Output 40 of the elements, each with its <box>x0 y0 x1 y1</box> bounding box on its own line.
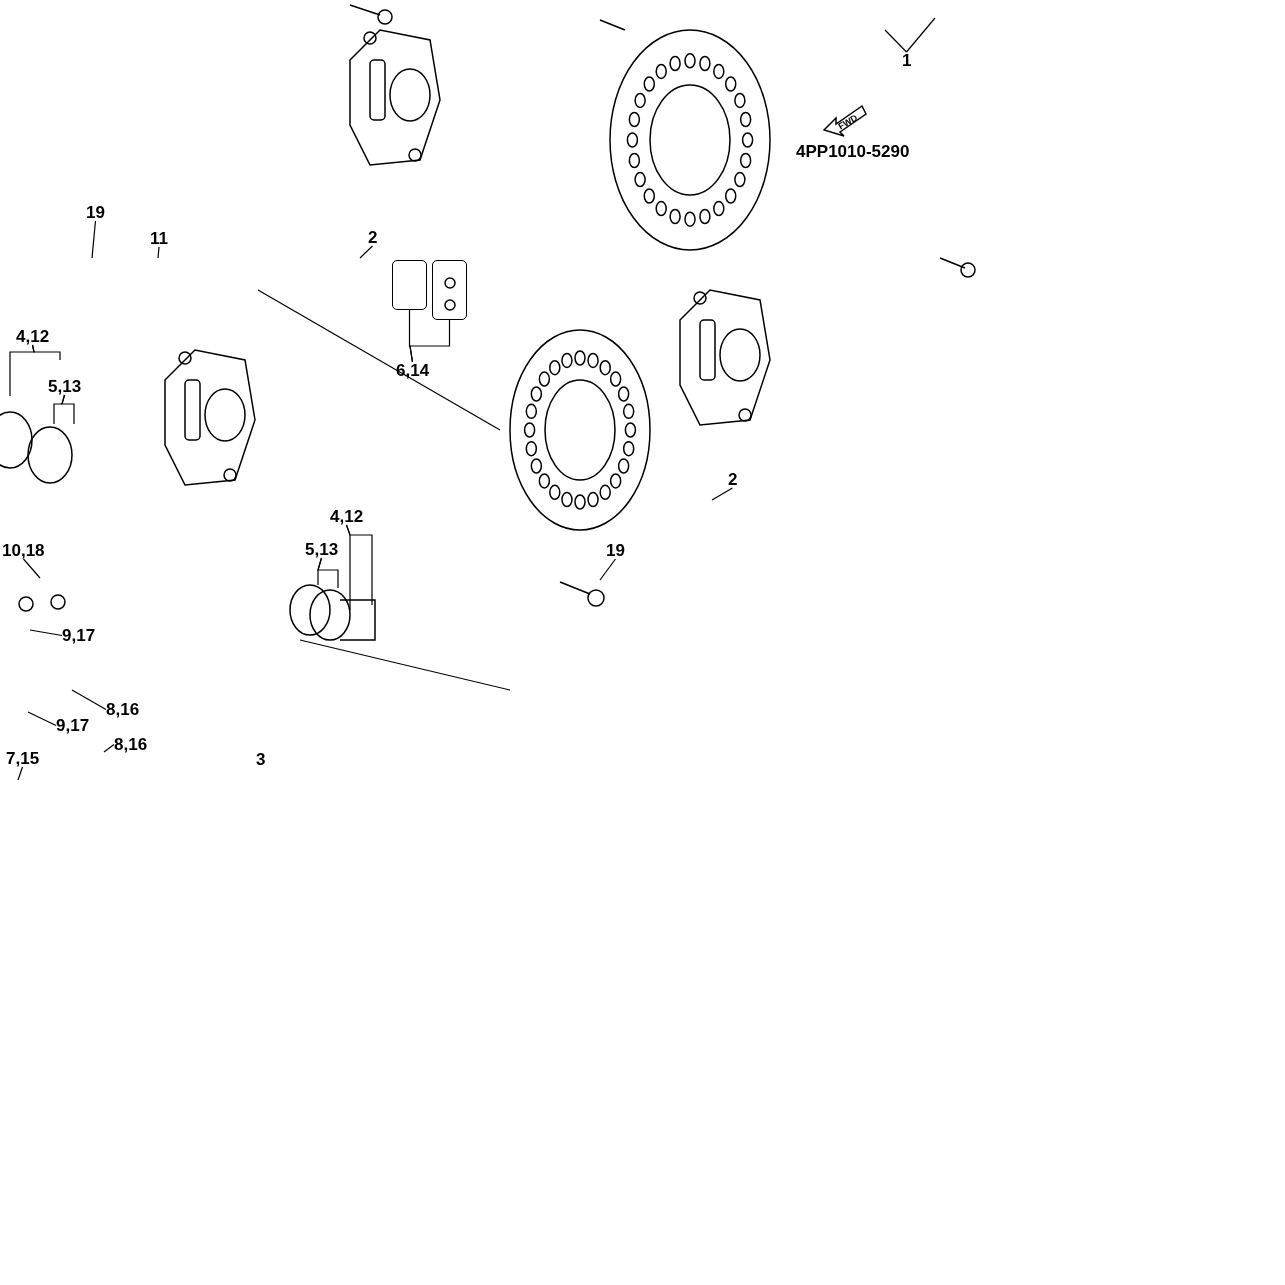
callout-number: 4,12 <box>330 508 364 525</box>
callout-number: 19 <box>606 542 625 559</box>
callout-number: 11 <box>150 230 168 247</box>
leader-line <box>17 766 24 781</box>
callout-number: 5,13 <box>305 541 339 558</box>
callout-number: 9,17 <box>56 717 90 734</box>
leader-line <box>91 220 97 259</box>
leader-line <box>711 487 734 501</box>
brake-pad <box>392 260 427 310</box>
leader-line <box>27 711 57 727</box>
leader-line <box>409 319 451 363</box>
callout-number: 8,16 <box>106 701 140 718</box>
leader-line <box>71 689 107 711</box>
leader-line <box>61 394 75 425</box>
callout-number: 2 <box>368 229 378 246</box>
callout-number: 8,16 <box>114 736 148 753</box>
callout-number: 19 <box>86 204 105 221</box>
callout-number: 9,17 <box>62 627 96 644</box>
leader-line <box>345 524 373 606</box>
leader-line <box>359 245 374 259</box>
leader-line <box>29 629 63 637</box>
leader-line <box>157 246 160 259</box>
leader-line <box>317 557 339 589</box>
leader-line <box>884 29 908 53</box>
leader-line <box>905 17 936 53</box>
callout-number: 1 <box>902 52 912 69</box>
callout-number: 4,12 <box>16 328 50 345</box>
leader-line <box>103 743 115 753</box>
callout-number: 3 <box>256 751 266 768</box>
brake-pad <box>432 260 467 320</box>
callout-number: 2 <box>728 471 738 488</box>
callout-number: 5,13 <box>48 378 82 395</box>
direction-label: FWD <box>836 111 861 134</box>
callout-number: 10,18 <box>2 542 45 559</box>
leader-line <box>22 558 41 579</box>
leader-line <box>599 558 617 581</box>
part-number: 4PP1010-5290 <box>796 143 910 160</box>
callout-number: 6,14 <box>396 362 430 379</box>
leader-line <box>31 344 61 361</box>
callout-number: 7,15 <box>6 750 40 767</box>
